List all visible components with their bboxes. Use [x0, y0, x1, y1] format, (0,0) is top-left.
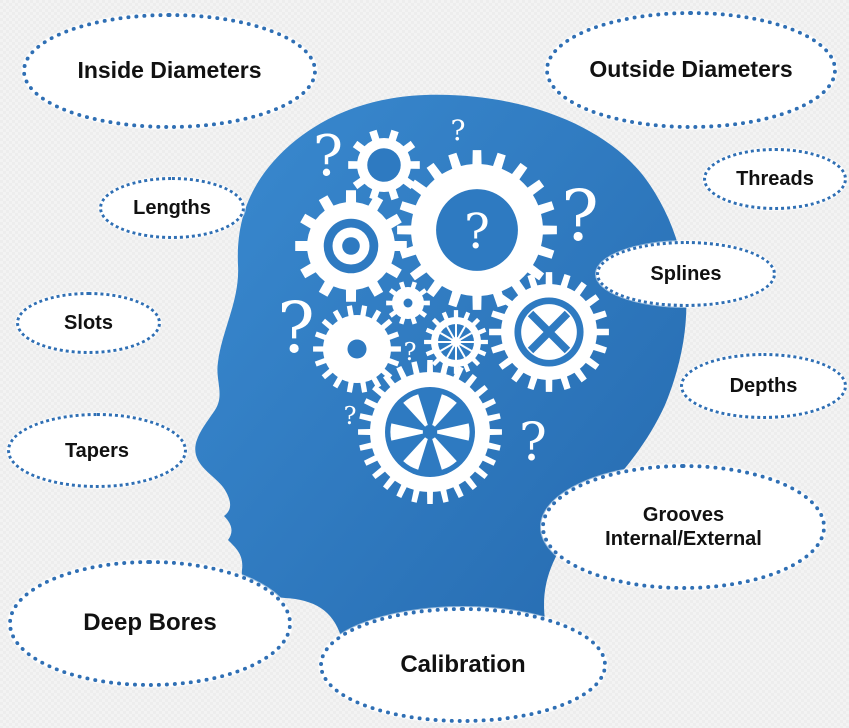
bubble-outside-diameters: Outside Diameters [545, 11, 837, 129]
label-slots: Slots [64, 312, 113, 334]
bubble-grooves: Grooves Internal/External [541, 464, 826, 590]
gear-left-target [295, 190, 407, 302]
bubble-threads: Threads [703, 148, 847, 210]
gear-bottom-spokes [358, 360, 502, 504]
bubble-deep-bores: Deep Bores [8, 560, 292, 687]
label-tapers: Tapers [64, 439, 130, 462]
label-deep-bores: Deep Bores [83, 609, 217, 637]
bubble-inside-diameters: Inside Diameters [22, 13, 317, 129]
question-mark-top: ? [450, 114, 465, 147]
label-splines: Splines [650, 263, 722, 285]
question-mark-left: ? [277, 287, 315, 369]
question-marks-group: ???????? [277, 114, 599, 473]
label-calibration: Calibration [400, 650, 526, 678]
label-threads: Threads [736, 168, 814, 190]
gear-fine-middle [424, 310, 488, 374]
gear-right-x [489, 272, 609, 392]
question-mark-right: ? [561, 175, 599, 257]
label-grooves: Grooves Internal/External [605, 503, 762, 551]
question-mark-center: ? [464, 204, 490, 260]
label-grooves-line2: Internal/External [605, 528, 762, 550]
question-mark-bottom-right: ? [519, 413, 547, 473]
bubble-depths: Depths [680, 353, 847, 419]
label-inside-diameters: Inside Diameters [77, 57, 262, 84]
question-mark-top-left: ? [313, 124, 343, 189]
bubble-lengths: Lengths [99, 177, 245, 239]
bubble-tapers: Tapers [7, 413, 187, 488]
question-mark-small-middle: ? [404, 338, 417, 366]
bubble-splines: Splines [596, 241, 776, 307]
label-grooves-line1: Grooves [642, 504, 725, 526]
question-mark-small-left: ? [344, 402, 357, 430]
gear-small-middle [386, 281, 430, 325]
label-outside-diameters: Outside Diameters [589, 56, 793, 83]
gear-top-small [348, 129, 420, 201]
gears-group [295, 129, 609, 504]
gear-left-hub [313, 305, 401, 393]
gear-large-center [397, 150, 557, 310]
label-lengths: Lengths [133, 197, 211, 219]
bubble-slots: Slots [16, 292, 161, 354]
label-depths: Depths [729, 375, 798, 397]
bubble-calibration: Calibration [319, 607, 607, 723]
